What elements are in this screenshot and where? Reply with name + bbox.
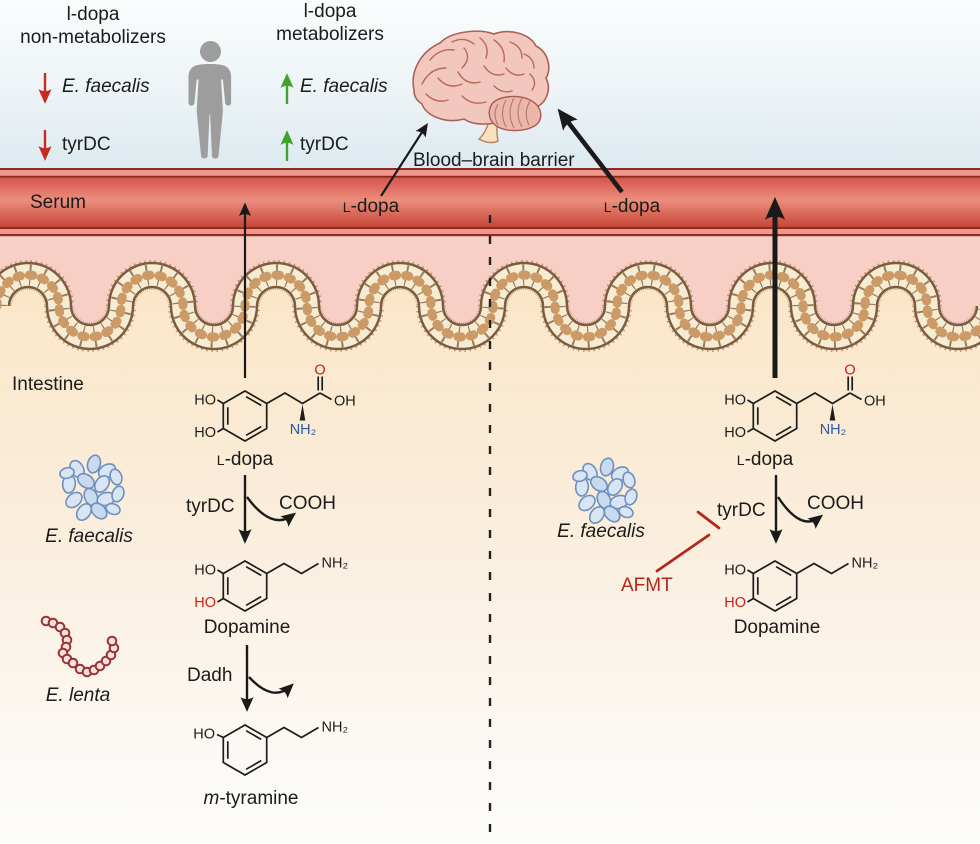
serum-band — [0, 168, 980, 237]
tyrdc-trend-label-right: tyrDC — [300, 134, 349, 155]
byproduct-arrow-left — [246, 496, 297, 527]
bbb-arrow-right-thick — [557, 108, 624, 194]
byproduct-arrow-dadh — [248, 676, 294, 699]
bbb-arrow-left — [380, 122, 428, 197]
title-line1: l-dopa — [303, 1, 357, 22]
byproduct-arrow-right — [776, 496, 824, 529]
title-line2: metabolizers — [276, 24, 384, 45]
serum-ldopa-label-left: L-dopa — [342, 196, 400, 217]
serum-label: Serum — [30, 192, 86, 213]
efaecalis-trend-label-left: E. faecalis — [62, 76, 150, 97]
elenta-label: E. lenta — [45, 685, 111, 706]
afmt-inhibitor-label: AFMT — [621, 575, 673, 596]
efaecalis-label-right: E. faecalis — [557, 521, 645, 542]
inhibition-bar-icon — [655, 510, 721, 573]
intestine-label: Intestine — [12, 374, 84, 395]
epithelium-band — [0, 260, 980, 352]
dopamine-label-left: Dopamine — [203, 617, 291, 638]
lumen-band — [0, 275, 980, 844]
serum-ldopa-label-right: L-dopa — [603, 196, 661, 217]
tyrdc-trend-label-left: tyrDC — [62, 134, 111, 155]
elenta-chain-icon — [40, 615, 120, 678]
tyrdc-enzyme-label-right: tyrDC — [717, 500, 766, 521]
dopamine-label-right: Dopamine — [733, 617, 821, 638]
dadh-enzyme-label: Dadh — [187, 665, 233, 686]
tyrdc-enzyme-label-left: tyrDC — [186, 496, 235, 517]
cooh-byproduct-label-left: COOH — [279, 493, 336, 514]
brain-icon — [412, 30, 550, 144]
cooh-byproduct-label-right: COOH — [807, 493, 864, 514]
title-nonmetabolizers: l-dopa non-metabolizers — [8, 3, 178, 49]
ldopa-label-right: L-dopa — [736, 449, 794, 470]
efaecalis-label-left: E. faecalis — [45, 526, 133, 547]
title-metabolizers: l-dopa metabolizers — [245, 0, 415, 46]
mtyramine-label: m-tyramine — [203, 788, 299, 809]
title-line2: non-metabolizers — [20, 27, 166, 48]
title-line1: l-dopa — [66, 4, 120, 25]
blood-brain-barrier-label: Blood–brain barrier — [413, 150, 575, 171]
efaecalis-trend-label-right: E. faecalis — [300, 76, 388, 97]
person-icon — [188, 41, 232, 159]
ldopa-label-left: L-dopa — [216, 449, 274, 470]
